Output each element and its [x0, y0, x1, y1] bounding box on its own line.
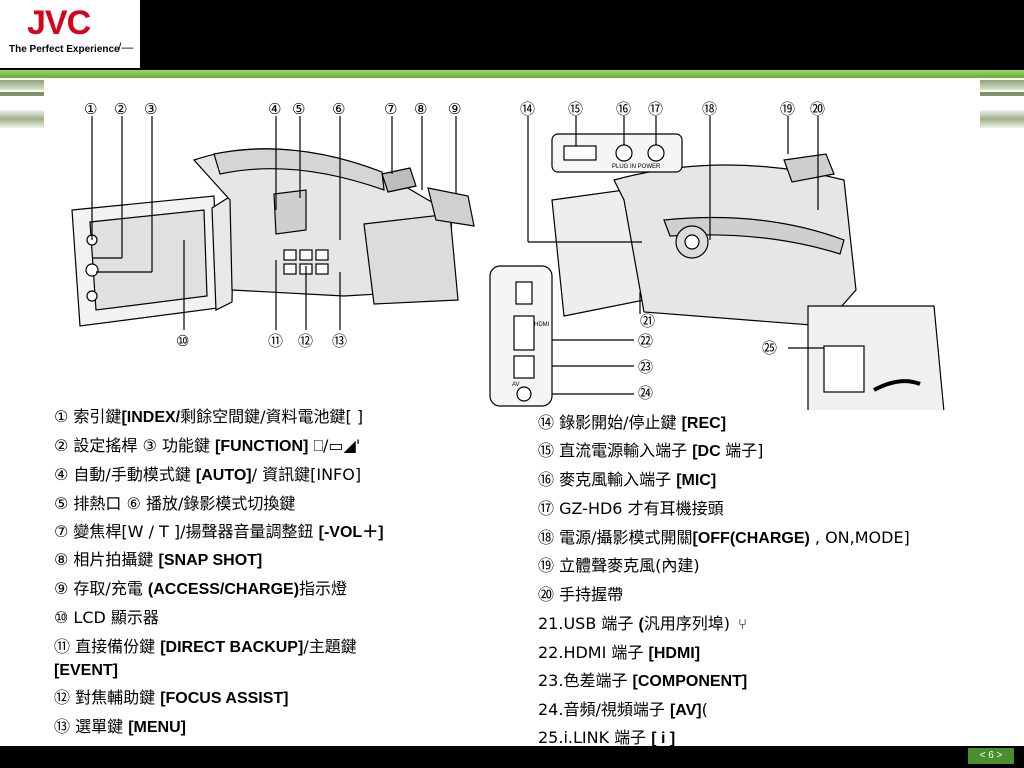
- list-item: ⑦ 變焦桿[W / T ]/揚聲器音量調整鈕 [-VOL＋]: [54, 522, 384, 541]
- plug-in-power-label: PLUG IN POWER: [612, 164, 661, 170]
- list-item: ⑱ 電源/攝影模式開關[OFF(CHARGE) , ON,MODE]: [538, 528, 910, 547]
- jvc-logo: JVC The Perfect Experience /—: [0, 0, 140, 68]
- list-item: ⑰ GZ-HD6 才有耳機接頭: [538, 499, 724, 518]
- hdmi-port-label: HDMI: [534, 322, 550, 328]
- callout-18: ⑱: [702, 100, 717, 118]
- callout-16: ⑯: [616, 100, 631, 118]
- footer-bar: [0, 746, 1024, 768]
- callout-3: ③: [144, 100, 157, 118]
- callout-11: ⑪: [268, 332, 283, 350]
- av-port-label: AV: [512, 382, 520, 388]
- callout-14: ⑭: [520, 100, 535, 118]
- camcorder-diagram: ① ② ③ ④ ⑤ ⑥ ⑦ ⑧ ⑨ ⑩ ⑪ ⑫ ⑬ ⑭ ⑮ ⑯ ⑰ ⑱ ⑲ ⑳ …: [71, 100, 945, 410]
- list-item: ⑩ LCD 顯示器: [54, 608, 159, 627]
- callout-22: ㉒: [638, 332, 653, 350]
- callout-20: ⑳: [810, 100, 825, 118]
- callout-8: ⑧: [414, 100, 427, 118]
- callout-6: ⑥: [332, 100, 345, 118]
- callout-4: ④: [268, 100, 281, 118]
- header-accent-band: [0, 70, 1024, 78]
- list-item: ⑤ 排熱口 ⑥ 播放/錄影模式切換鍵: [54, 494, 296, 513]
- usb-icon: ⑂: [738, 615, 748, 633]
- list-item: ⑲ 立體聲麥克風(內建): [538, 556, 700, 575]
- list-item: ⑯ 麥克風輸入端子 [MIC]: [538, 470, 717, 489]
- list-item: ② 設定搖桿 ③ 功能鍵 [FUNCTION] ⎕/▭◢': [54, 436, 361, 455]
- list-item: 22.HDMI 端子 [HDMI]: [538, 643, 701, 662]
- list-item: 21.USB 端子 (汎用序列埠)⑂: [538, 614, 748, 633]
- callout-7: ⑦: [384, 100, 397, 118]
- list-item: 25.i.LINK 端子 [ i ]: [538, 728, 676, 747]
- list-item: ⑬ 選單鍵 [MENU]: [54, 717, 186, 736]
- callout-13: ⑬: [332, 332, 347, 350]
- list-item: ⑫ 對焦輔助鍵 [FOCUS ASSIST]: [54, 688, 289, 707]
- list-item: ⑨ 存取/充電 (ACCESS/CHARGE)指示燈: [54, 579, 348, 598]
- callout-23: ㉓: [638, 358, 653, 376]
- callout-12: ⑫: [298, 332, 313, 350]
- list-item: 23.色差端子 [COMPONENT]: [538, 671, 748, 690]
- callout-17: ⑰: [648, 100, 663, 118]
- page-number: < 6 >: [968, 748, 1014, 764]
- logo-mark-icon: /—: [118, 40, 134, 54]
- callout-21: ㉑: [640, 312, 655, 330]
- callout-1: ①: [84, 100, 97, 118]
- callout-25: ㉕: [762, 339, 777, 357]
- callout-9: ⑨: [448, 100, 461, 118]
- logo-tagline: The Perfect Experience: [9, 44, 120, 55]
- callout-5: ⑤: [292, 100, 305, 118]
- list-item: ④ 自動/手動模式鍵 [AUTO]/ 資訊鍵[INFO]: [54, 465, 362, 484]
- list-item: ⑮ 直流電源輸入端子 [DC 端子]: [538, 441, 764, 460]
- header-bar: [0, 0, 1024, 70]
- callout-15: ⑮: [568, 100, 583, 118]
- logo-text: JVC: [27, 4, 91, 42]
- list-item: ① 索引鍵[INDEX/剩餘空間鍵/資料電池鍵[ ]: [54, 407, 364, 426]
- list-item: ⑪ 直接備份鍵 [DIRECT BACKUP]/主題鍵: [54, 637, 357, 656]
- callout-24: ㉔: [638, 384, 653, 402]
- list-item: ⑳ 手持握帶: [538, 585, 624, 604]
- list-item: ⑧ 相片拍攝鍵 [SNAP SHOT]: [54, 550, 263, 569]
- list-item: [EVENT]: [54, 662, 118, 679]
- callout-10: ⑩: [176, 332, 189, 350]
- callout-2: ②: [114, 100, 127, 118]
- list-item: 24.音頻/視頻端子 [AV](: [538, 700, 708, 719]
- callout-19: ⑲: [780, 100, 795, 118]
- list-item: ⑭ 錄影開始/停止鍵 [REC]: [538, 413, 727, 432]
